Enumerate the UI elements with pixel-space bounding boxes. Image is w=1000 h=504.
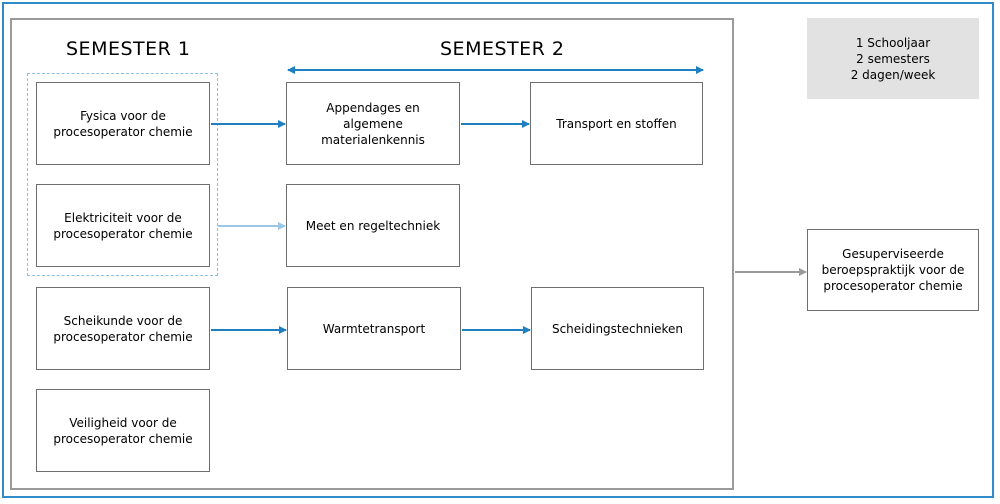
course-elektriciteit: Elektriciteit voor de procesoperator che… — [36, 184, 210, 267]
course-scheidingstechnieken: Scheidingstechnieken — [531, 287, 704, 370]
course-beroepspraktijk: Gesuperviseerde beroepspraktijk voor de … — [807, 229, 979, 311]
course-warmtetransport: Warmtetransport — [287, 287, 461, 370]
outer-frame — [2, 2, 994, 498]
info-line-schooljaar: 1 Schooljaar — [855, 35, 931, 50]
course-appendages: Appendages en algemene materialenkennis — [286, 82, 460, 165]
info-line-semesters: 2 semesters — [856, 51, 930, 66]
info-line-dagen: 2 dagen/week — [850, 67, 936, 82]
semester-2-heading: SEMESTER 2 — [440, 38, 565, 60]
course-veiligheid: Veiligheid voor de procesoperator chemie — [36, 389, 210, 472]
semester-1-heading: SEMESTER 1 — [66, 38, 191, 60]
course-meet-en-regeltechniek: Meet en regeltechniek — [286, 184, 460, 267]
course-fysica: Fysica voor de procesoperator chemie — [36, 82, 210, 165]
dashed-group-fysica-elektriciteit — [27, 73, 218, 276]
info-box: 1 Schooljaar 2 semesters 2 dagen/week — [807, 18, 979, 99]
course-transport-en-stoffen: Transport en stoffen — [530, 82, 703, 165]
course-scheikunde: Scheikunde voor de procesoperator chemie — [36, 287, 210, 370]
